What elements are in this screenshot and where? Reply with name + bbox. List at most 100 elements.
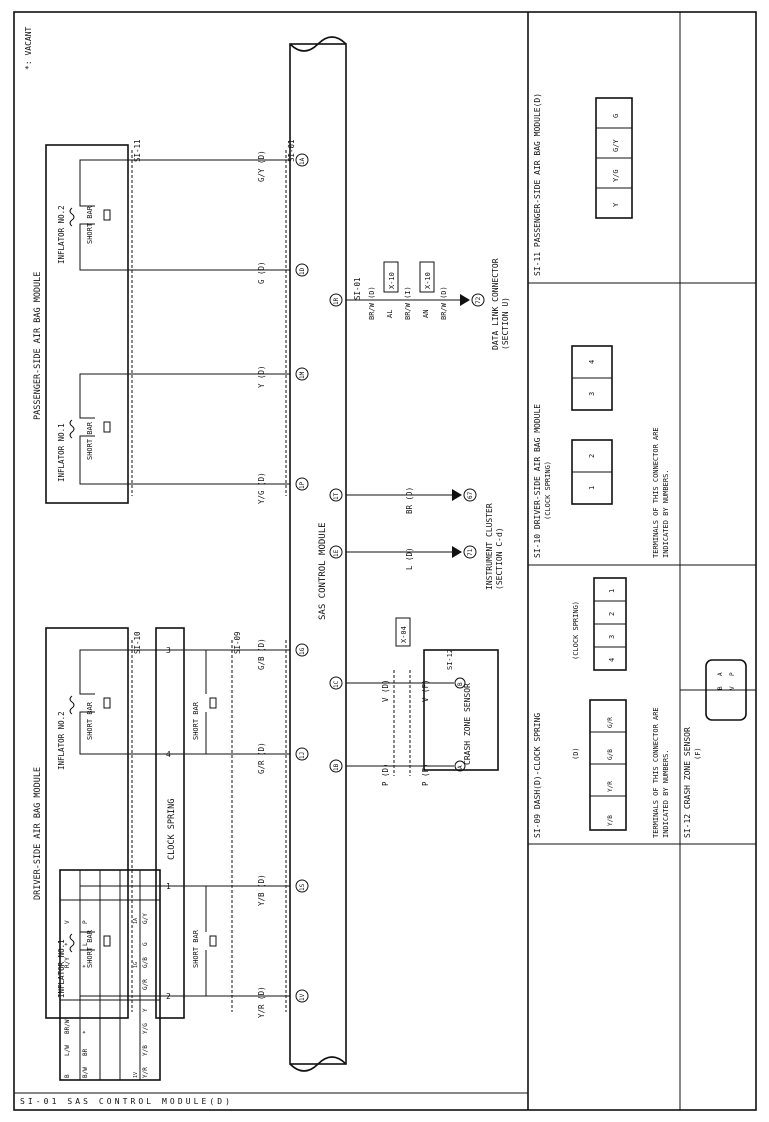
connector-tag: SI-12 [446, 649, 454, 670]
short-bar-symbol [103, 935, 111, 947]
pin-wire: B [64, 1074, 71, 1078]
connector-view-title: SI-11 PASSENGER-SIDE AIR BAG MODULE(D) [533, 93, 542, 276]
pin-wire: Y/B [607, 815, 614, 826]
connector-tag: X-04 [400, 626, 408, 643]
pin-wire: P [729, 672, 736, 676]
wire-label: Y/G (D) [257, 472, 266, 504]
connector-note: TERMINALS OF THIS CONNECTOR ARE [652, 707, 660, 838]
wire-label: P (D) [381, 763, 390, 786]
pin-wire: V [729, 686, 736, 690]
inflator-loop [79, 711, 128, 755]
connector-tag-box [383, 261, 399, 293]
passenger-module-title: PASSENGER-SIDE AIR BAG MODULE [33, 272, 43, 420]
pin-wire: * [64, 942, 71, 946]
resistor-symbol [69, 419, 75, 439]
wire-label: G (D) [257, 261, 266, 284]
instrument-cluster-label: INSTRUMENT CLUSTER [485, 503, 494, 590]
wire-label: L (D) [405, 547, 414, 570]
driver-module-title: DRIVER-SIDE AIR BAG MODULE [33, 767, 43, 900]
short-bar-symbol [209, 697, 217, 709]
clock-spring-label: CLOCK SPRING [167, 799, 177, 860]
sas-control-module-label: SAS CONTROL MODULE [318, 522, 328, 620]
sas-pin: 1B [333, 763, 340, 771]
sas-pin-marker [295, 263, 309, 277]
sas-pin: 1E [333, 549, 340, 557]
si09-pin-row: 4 3 2 1 [594, 589, 626, 662]
ref-number: 67 [467, 491, 474, 499]
connector-tag: SI-11 [133, 139, 142, 162]
pin-wire: Y/R [607, 781, 614, 792]
sas-pin-marker [329, 759, 343, 773]
pin-wire: Y [142, 1008, 149, 1012]
crash-zone-sensor-block [423, 649, 499, 771]
short-bar-label: SHORT BAR [86, 701, 94, 740]
data-link-connector-label: DATA LINK CONNECTOR [491, 258, 500, 350]
pin-wire: G/B [607, 749, 614, 760]
pin-number: 2 [608, 612, 616, 616]
connector-tag: SI-10 [133, 631, 142, 654]
short-bar-symbol [103, 209, 111, 221]
connector-tag-box [419, 261, 435, 293]
sas-pin-marker [295, 747, 309, 761]
connector-tag: SI-09 [233, 631, 242, 654]
connector-note: INDICATED BY NUMBERS. [662, 469, 670, 558]
inflator-2-label: INFLATOR NO.2 [57, 205, 66, 264]
ref-marker [463, 488, 477, 502]
wire-label: G/B (D) [257, 638, 266, 670]
pin-number: 1V [133, 1072, 139, 1078]
short-bar-symbol [209, 935, 217, 947]
sas-pin: 1V [299, 993, 306, 1001]
short-bar-symbol [103, 697, 111, 709]
connector-view-title: SI-09 DASH(D)-CLOCK SPRING [533, 713, 542, 838]
ground-arrow [460, 294, 470, 306]
sas-pin: 1C [333, 680, 340, 688]
sas-pin-marker [295, 153, 309, 167]
pin-number: 3 [588, 392, 596, 396]
pin-wire: G [612, 114, 620, 118]
ref-number: 71 [467, 548, 474, 556]
sas-pin: 1R [333, 297, 340, 305]
sensor-pin-marker [454, 760, 466, 772]
connector-tag: X-10 [388, 272, 396, 289]
connector-tag: SI-01 [287, 139, 296, 162]
sas-pin: 1T [333, 492, 340, 500]
sas-pin: 1A [299, 157, 306, 165]
pin-wire: G/B [142, 957, 149, 968]
wire-label: G/Y (D) [257, 150, 266, 182]
pin-wire: Y/G [612, 169, 620, 182]
sas-pin-marker [329, 545, 343, 559]
short-bar-link [205, 712, 230, 755]
crash-zone-sensor-label: CRASH ZONE SENSOR [463, 683, 472, 765]
sas-break-bottom [289, 1056, 347, 1072]
wire-label: BR/W (D) [368, 286, 376, 320]
wire-label: AN [422, 310, 430, 318]
pin-wire: P [82, 920, 89, 924]
pin-wire: BR [82, 1048, 89, 1056]
resistor-symbol [69, 933, 75, 953]
sas-pin-marker [295, 879, 309, 893]
wire-label: BR (D) [405, 487, 414, 514]
sas-pin-marker [295, 477, 309, 491]
ground-arrow [452, 489, 462, 501]
pin-number: 4 [608, 658, 616, 662]
short-bar-link [205, 885, 230, 932]
connector-view-title: SI-10 DRIVER-SIDE AIR BAG MODULE [533, 404, 542, 558]
pin-wire: V [64, 920, 71, 924]
sas-pin: 1P [299, 481, 306, 489]
pin-wire: R/Y [64, 957, 71, 968]
connector-tag: SI-01 [353, 277, 362, 300]
pin-wire: L/W [64, 1045, 71, 1056]
ref-marker [463, 545, 477, 559]
short-bar-label: SHORT BAR [86, 205, 94, 244]
pin-wire: * [82, 964, 89, 968]
sas-pin: 1S [299, 883, 306, 891]
pin-wire: G/R [607, 717, 614, 728]
inflator-2-label: INFLATOR NO.2 [57, 711, 66, 770]
sas-pin-marker [329, 676, 343, 690]
inflator-1-label: INFLATOR NO.1 [57, 939, 66, 998]
ref-number: 72 [475, 296, 482, 304]
sas-pin-marker [295, 643, 309, 657]
inflator-loop [79, 159, 128, 207]
pin-number: 3 [608, 635, 616, 639]
